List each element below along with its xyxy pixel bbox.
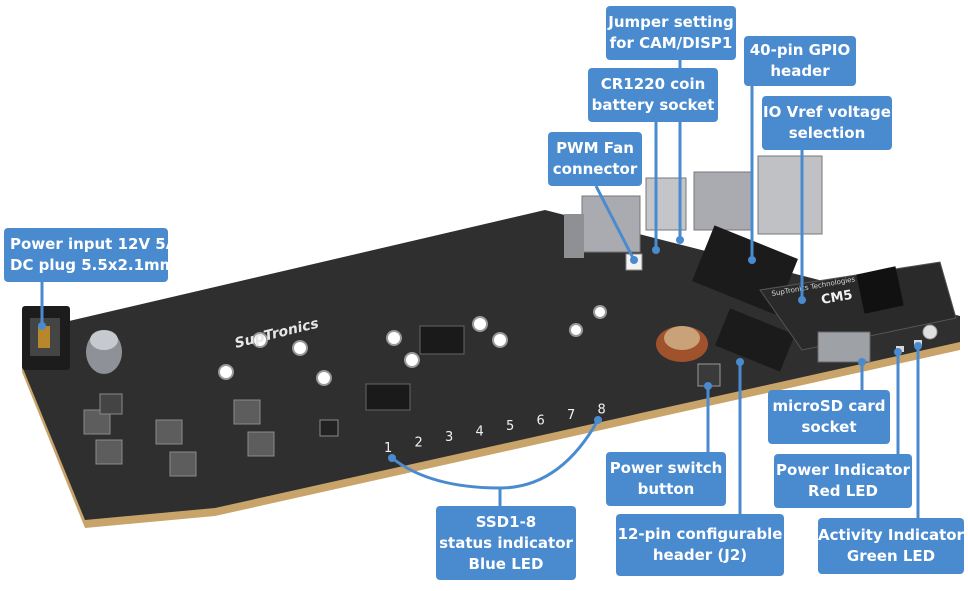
callout-gpio: 40-pin GPIO header	[744, 36, 856, 86]
back-ports	[564, 155, 823, 258]
led-numbers: 1 2 3 4 5 6 7 8	[384, 403, 606, 457]
led-number: 6	[537, 414, 545, 429]
coin-battery	[656, 326, 708, 362]
callout-jumper-line1: Jumper setting	[608, 13, 734, 31]
callout-jumper-line2: for CAM/DISP1	[609, 34, 733, 52]
cm5-area: CM5 SupTronics Technologies	[759, 261, 957, 351]
callout-power-switch: Power switch button	[606, 452, 726, 506]
callout-pwm-fan-line2: connector	[552, 160, 638, 178]
callout-power-input: Power input 12V 5A DC plug 5.5x2.1mm	[4, 228, 177, 282]
led-number: 2	[415, 436, 423, 451]
led-number: 8	[598, 403, 606, 418]
led-number: 1	[384, 441, 392, 456]
callout-gpio-line2: header	[770, 62, 830, 80]
callout-j2-header-line2: header (J2)	[652, 546, 748, 564]
mounting-holes	[218, 305, 607, 386]
callout-power-switch-line2: button	[637, 480, 695, 498]
leader-dots	[38, 236, 922, 462]
callout-ssd-leds: SSD1-8 status indicator Blue LED	[436, 506, 576, 580]
leader-lines	[40, 58, 920, 518]
callout-pwm-fan-line1: PWM Fan	[556, 139, 634, 157]
callout-power-led-line1: Power Indicator	[776, 461, 910, 479]
callout-ssd-leds-line2: status indicator	[439, 533, 573, 552]
callout-jumper: Jumper setting for CAM/DISP1	[606, 6, 736, 60]
corner-hole	[922, 324, 938, 340]
callout-j2-header-line1: 12-pin configurable	[617, 525, 783, 543]
callout-ssd-leds-line1: SSD1-8	[475, 512, 537, 531]
callout-io-vref-line2: selection	[788, 124, 866, 142]
dc-jack	[22, 306, 70, 370]
callout-coin-battery-line1: CR1220 coin	[600, 75, 706, 93]
module-label: CM5	[820, 288, 854, 308]
callout-power-input-line1: Power input 12V 5A	[10, 235, 178, 253]
callout-microsd: microSD card socket	[768, 390, 890, 444]
callout-power-switch-line1: Power switch	[609, 459, 723, 477]
callout-io-vref-line1: IO Vref voltage	[763, 103, 891, 121]
callout-power-input-line2: DC plug 5.5x2.1mm	[10, 256, 176, 274]
callout-activity-led: Activity Indicator Green LED	[818, 518, 964, 574]
callout-microsd-line1: microSD card	[772, 397, 886, 415]
led-number: 4	[476, 425, 484, 440]
led-number: 7	[567, 408, 575, 423]
callout-io-vref: IO Vref voltage selection	[762, 96, 892, 150]
callout-microsd-line2: socket	[801, 418, 857, 436]
callout-power-led-line2: Red LED	[808, 482, 878, 500]
microsd-socket	[817, 331, 871, 363]
led-number: 5	[506, 419, 514, 434]
callout-gpio-line1: 40-pin GPIO	[749, 41, 851, 59]
chips	[365, 325, 465, 411]
callout-pwm-fan: PWM Fan connector	[548, 132, 642, 186]
callout-activity-led-line2: Green LED	[846, 547, 936, 565]
callout-coin-battery: CR1220 coin battery socket	[588, 68, 718, 122]
callout-j2-header: 12-pin configurable header (J2)	[616, 514, 784, 576]
callout-power-led: Power Indicator Red LED	[774, 454, 912, 508]
callout-coin-battery-line2: battery socket	[591, 96, 715, 114]
callout-activity-led-line1: Activity Indicator	[818, 526, 964, 544]
capacitor	[86, 330, 122, 374]
led-number: 3	[445, 430, 453, 445]
callout-ssd-leds-line3: Blue LED	[468, 554, 544, 573]
inductors	[83, 393, 339, 477]
